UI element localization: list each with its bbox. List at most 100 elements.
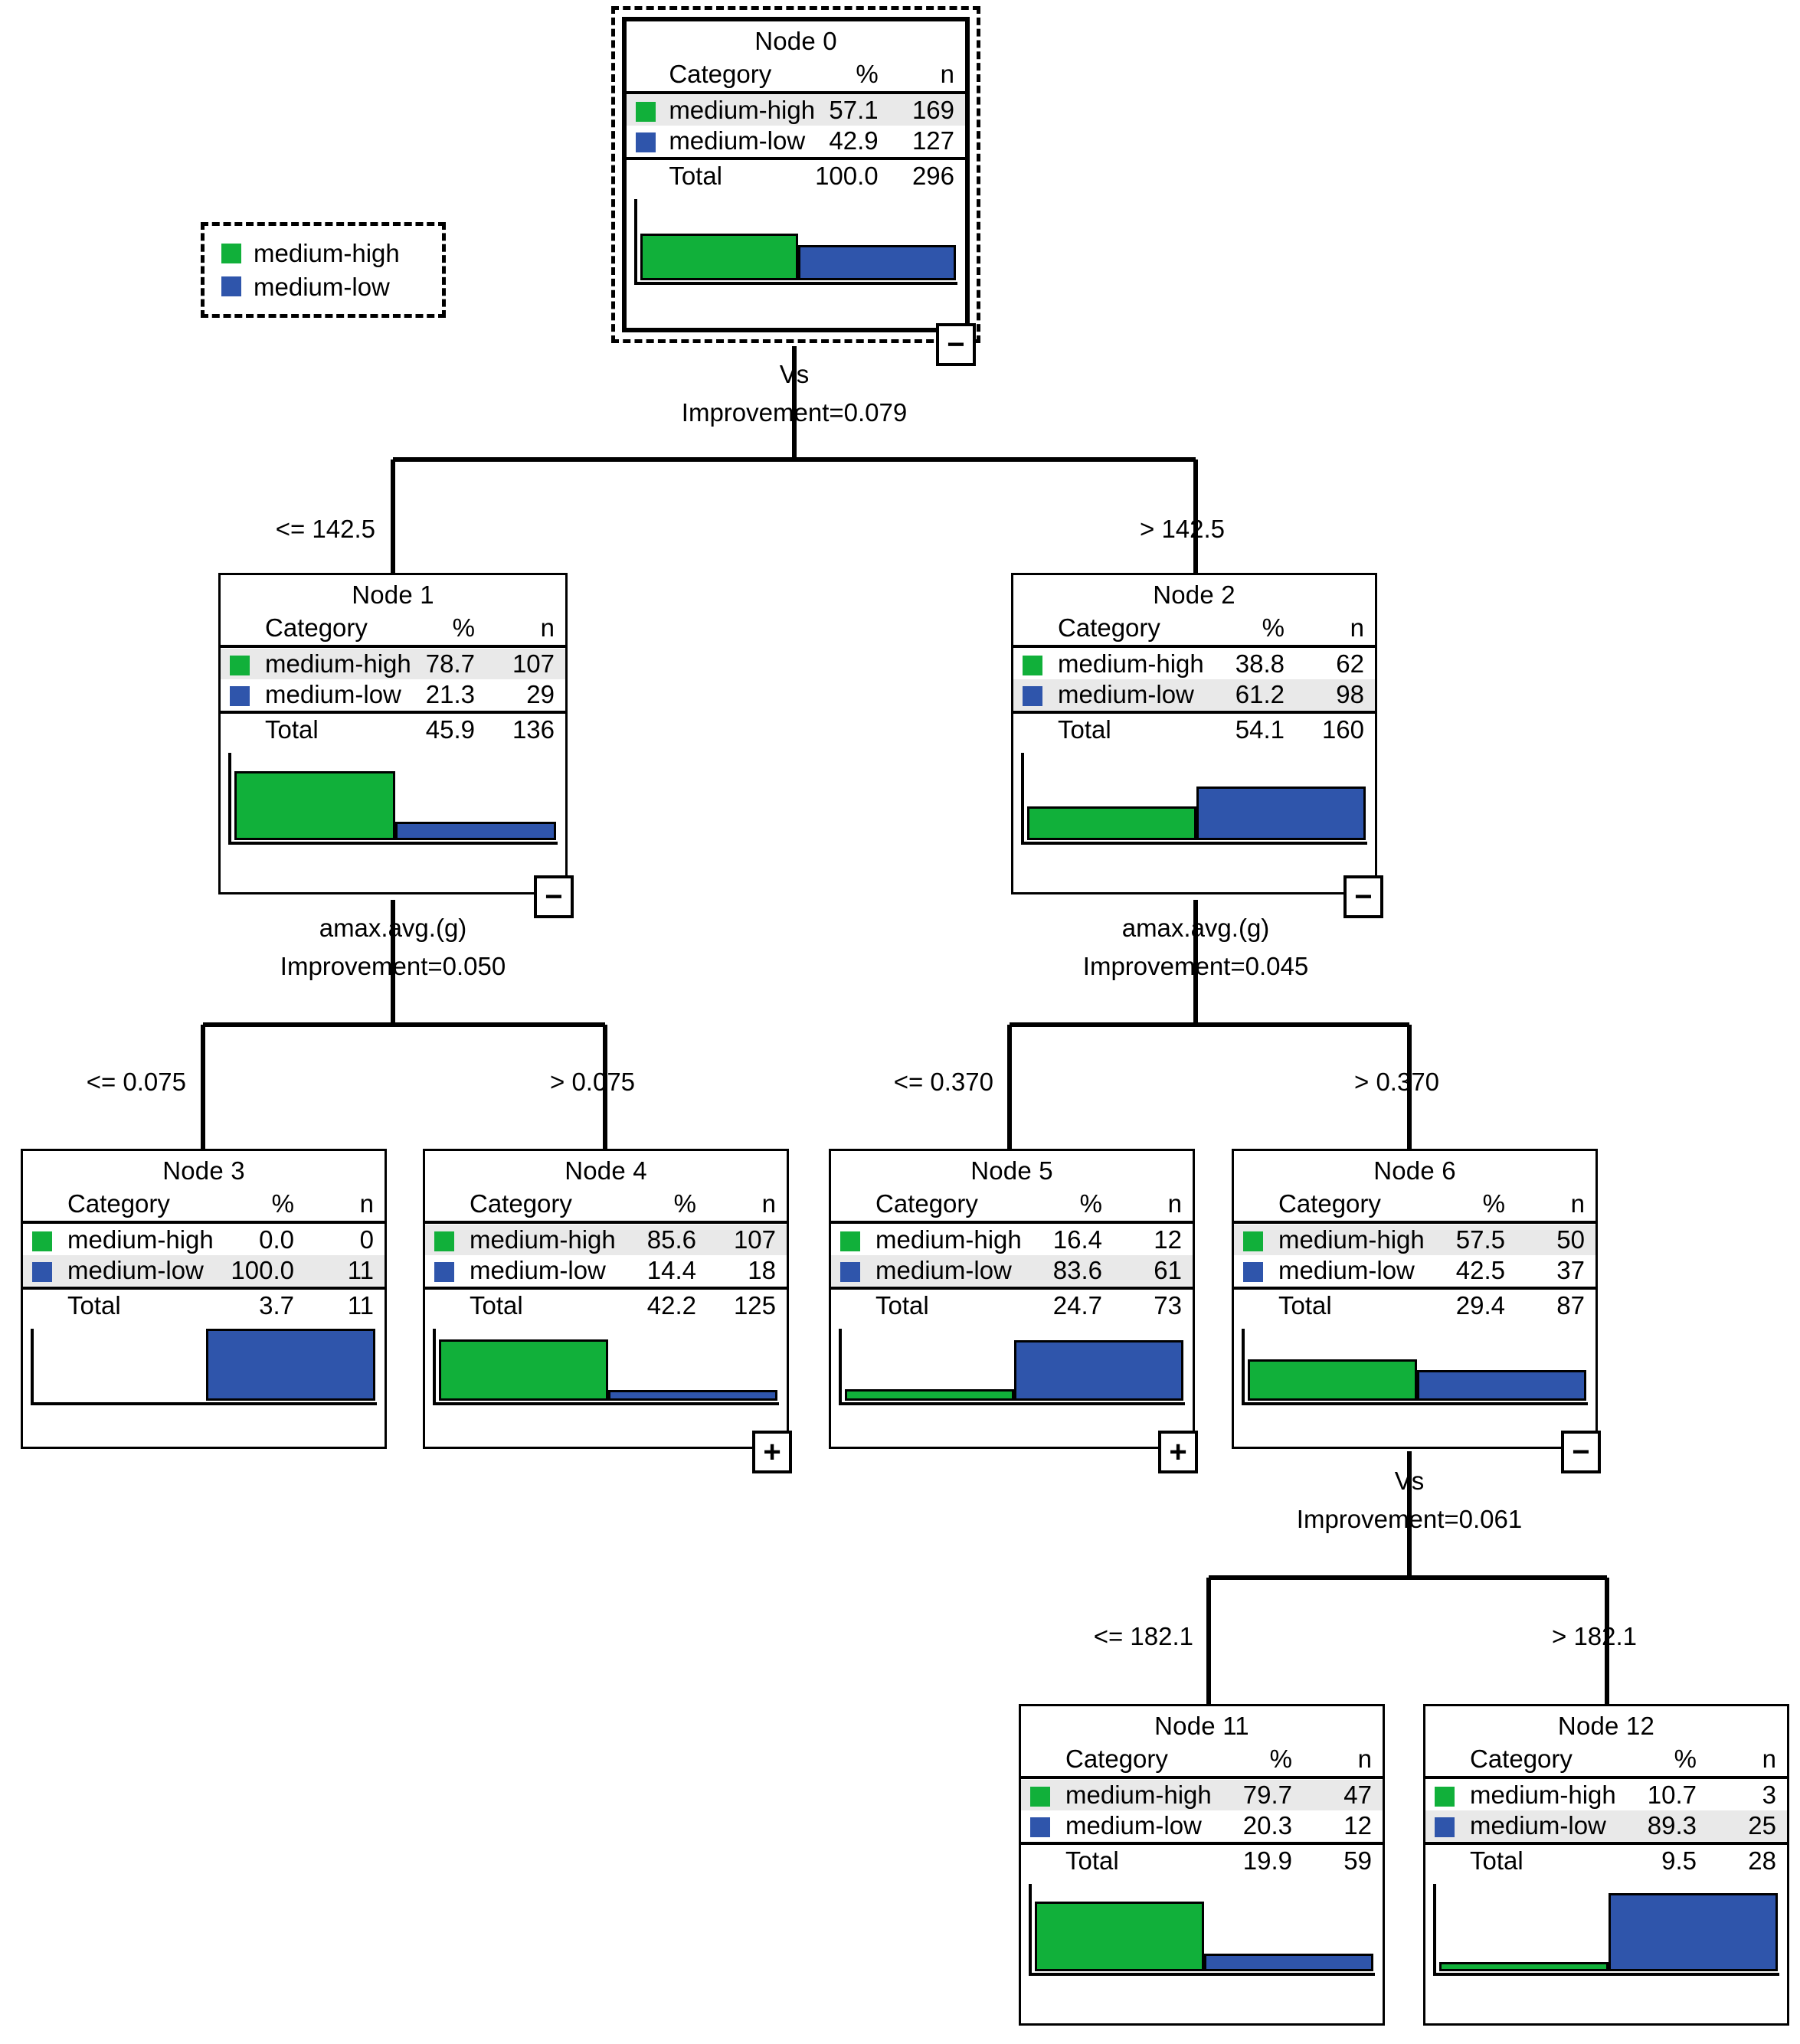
node-5-total-n: 73 [1154,1290,1182,1320]
legend-swatch-medium-high [221,243,241,263]
node-0-row-medium-low: medium-low 42.9 127 [627,126,965,156]
node-4-title: Node 4 [565,1156,647,1185]
node-5-bar-medium-low [1014,1340,1183,1401]
swatch-medium-high [230,656,250,676]
node-12-row-medium-low: medium-low 89.3 25 [1425,1810,1787,1841]
node-11-cat-0: medium-high [1065,1780,1212,1809]
node-2-header-percent: % [1262,613,1285,642]
legend-label-medium-low: medium-low [254,272,390,301]
node-3[interactable]: Node 3 Category % n medium-high 0.0 0 me… [21,1149,387,1449]
node-4-cat-0: medium-high [470,1225,616,1254]
node-1-cat-0: medium-high [265,649,411,678]
node-11-row-medium-low: medium-low 20.3 12 [1021,1810,1383,1841]
node-4-pct-1: 14.4 [646,1255,696,1284]
node-11-header-category: Category [1065,1744,1168,1773]
node-3-total-n: 11 [347,1290,374,1320]
node-1[interactable]: Node 1 Category % n medium-high 78.7 107… [218,573,568,894]
node-0-row-medium-high: medium-high 57.1 169 [627,94,965,126]
node-2[interactable]: Node 2 Category % n medium-high 38.8 62 … [1011,573,1377,894]
node-0[interactable]: Node 0 Category % n medium-high 57.1 169… [622,17,970,332]
node-1-cat-1: medium-low [265,679,401,708]
node-0-title: Node 0 [754,27,837,55]
node-11-header-percent: % [1269,1744,1292,1773]
node-5[interactable]: Node 5 Category % n medium-high 16.4 12 … [829,1149,1195,1449]
node-11[interactable]: Node 11 Category % n medium-high 79.7 47… [1019,1704,1385,2026]
node-6-title: Node 6 [1373,1156,1456,1185]
node-6-total-pct: 29.4 [1455,1290,1505,1320]
node-1-histogram [228,752,558,845]
node-11-bar-medium-high [1035,1902,1204,1971]
node-1-total-label: Total [265,715,319,744]
node-3-cat-0: medium-high [67,1225,214,1254]
node-2-row-medium-low: medium-low 61.2 98 [1013,679,1375,710]
node-11-row-total: Total 19.9 59 [1021,1846,1383,1876]
swatch-medium-high [1030,1787,1050,1807]
swatch-medium-low [434,1262,454,1283]
node-6-total-n: 87 [1556,1290,1585,1320]
node-4-total-label: Total [470,1290,523,1320]
node-0-pct-1: 42.9 [829,126,879,155]
node-2-histogram [1021,752,1367,845]
node-2-cat-0: medium-high [1058,649,1204,678]
node-11-pct-1: 20.3 [1242,1810,1292,1840]
swatch-medium-low [1023,686,1042,707]
node-0-n-0: 169 [911,95,954,124]
node-3-pct-1: 100.0 [231,1255,294,1284]
node-11-title: Node 11 [1154,1712,1249,1740]
swatch-medium-high [1435,1787,1455,1807]
node-2-title: Node 2 [1153,580,1235,609]
node-6[interactable]: Node 6 Category % n medium-high 57.5 50 … [1232,1149,1598,1449]
node-12[interactable]: Node 12 Category % n medium-high 10.7 3 … [1423,1704,1789,2026]
swatch-medium-high [636,102,656,123]
node-12-cat-1: medium-low [1470,1810,1606,1840]
split-1-right-label: > 0.075 [550,1068,636,1096]
split-2-improvement: Improvement=0.045 [1082,952,1309,980]
node-4-histogram [433,1328,779,1405]
node-5-expand-toggle[interactable]: + [1158,1431,1198,1473]
node-1-header-percent: % [452,613,475,642]
node-5-cat-0: medium-high [875,1225,1022,1254]
node-5-row-medium-low: medium-low 83.6 61 [831,1254,1193,1286]
node-1-collapse-toggle[interactable]: − [534,875,574,918]
legend-swatch-medium-low [221,276,241,297]
node-12-row-total: Total 9.5 28 [1425,1846,1787,1876]
node-11-header-n: n [1357,1744,1372,1773]
node-4-pct-0: 85.6 [646,1225,696,1254]
node-1-n-1: 29 [526,679,555,708]
node-12-histogram [1433,1883,1779,1976]
split-0-improvement: Improvement=0.079 [681,398,908,427]
node-4-row-medium-high: medium-high 85.6 107 [425,1224,787,1255]
legend-item-medium-high: medium-high [221,237,422,270]
node-2-collapse-toggle[interactable]: − [1343,875,1383,918]
split-0-left-label: <= 142.5 [275,515,375,543]
node-6-histogram [1242,1328,1588,1405]
node-11-table: Category % n medium-high 79.7 47 medium-… [1021,1744,1383,1876]
node-0-collapse-toggle[interactable]: − [936,323,976,366]
node-2-total-pct: 54.1 [1235,715,1285,744]
node-0-total-pct: 100.0 [815,161,879,190]
node-11-cat-1: medium-low [1065,1810,1202,1840]
node-4[interactable]: Node 4 Category % n medium-high 85.6 107… [423,1149,789,1449]
node-4-bar-medium-high [439,1339,608,1401]
legend-label-medium-high: medium-high [254,239,400,267]
split-1-improvement: Improvement=0.050 [280,952,506,980]
node-6-collapse-toggle[interactable]: − [1561,1431,1601,1473]
split-3-variable: Vs [1394,1467,1425,1495]
node-6-n-1: 37 [1556,1255,1585,1284]
node-2-total-label: Total [1058,715,1111,744]
node-0-header-n: n [940,59,954,88]
node-3-title: Node 3 [162,1156,245,1185]
node-2-bar-medium-low [1196,787,1366,840]
split-3-right-label: > 182.1 [1552,1622,1638,1650]
node-0-total-label: Total [669,161,723,190]
node-4-expand-toggle[interactable]: + [752,1431,792,1473]
swatch-medium-low [230,686,250,707]
node-1-total-n: 136 [512,715,555,744]
node-12-header-percent: % [1674,1744,1697,1773]
node-12-title: Node 12 [1557,1712,1655,1740]
swatch-medium-low [636,132,656,153]
node-3-total-pct: 3.7 [259,1290,294,1320]
node-3-table: Category % n medium-high 0.0 0 medium-lo… [23,1189,385,1321]
node-5-title: Node 5 [970,1156,1053,1185]
node-5-total-pct: 24.7 [1052,1290,1102,1320]
